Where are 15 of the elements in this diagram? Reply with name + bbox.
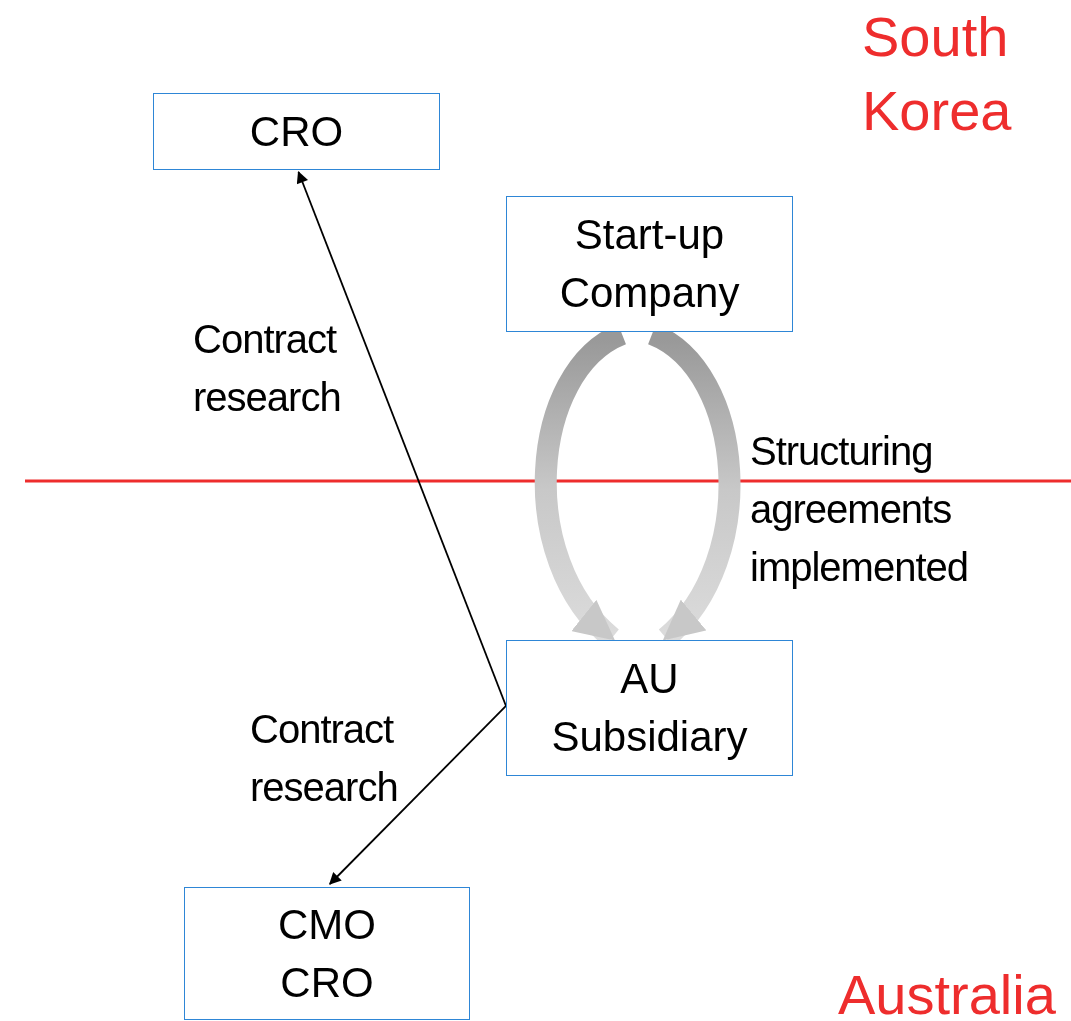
region-label: Australia (838, 962, 1057, 1021)
arrow (296, 170, 507, 707)
region-label: South Korea (862, 4, 1012, 144)
entity-box (153, 93, 440, 170)
box-label: Start-up Company (559, 210, 740, 318)
box-label: CMO CRO (278, 899, 376, 1008)
entity-box (506, 640, 793, 776)
edge-label: Contract research (193, 316, 342, 421)
entity-box (506, 196, 793, 332)
box-label: CRO (249, 106, 344, 157)
edge-label: Structuring agreements implemented (750, 428, 969, 591)
edge-label: Contract research (250, 706, 399, 811)
entity-box (184, 887, 470, 1020)
box-label: AU Subsidiary (551, 654, 748, 762)
arrow (328, 705, 507, 885)
